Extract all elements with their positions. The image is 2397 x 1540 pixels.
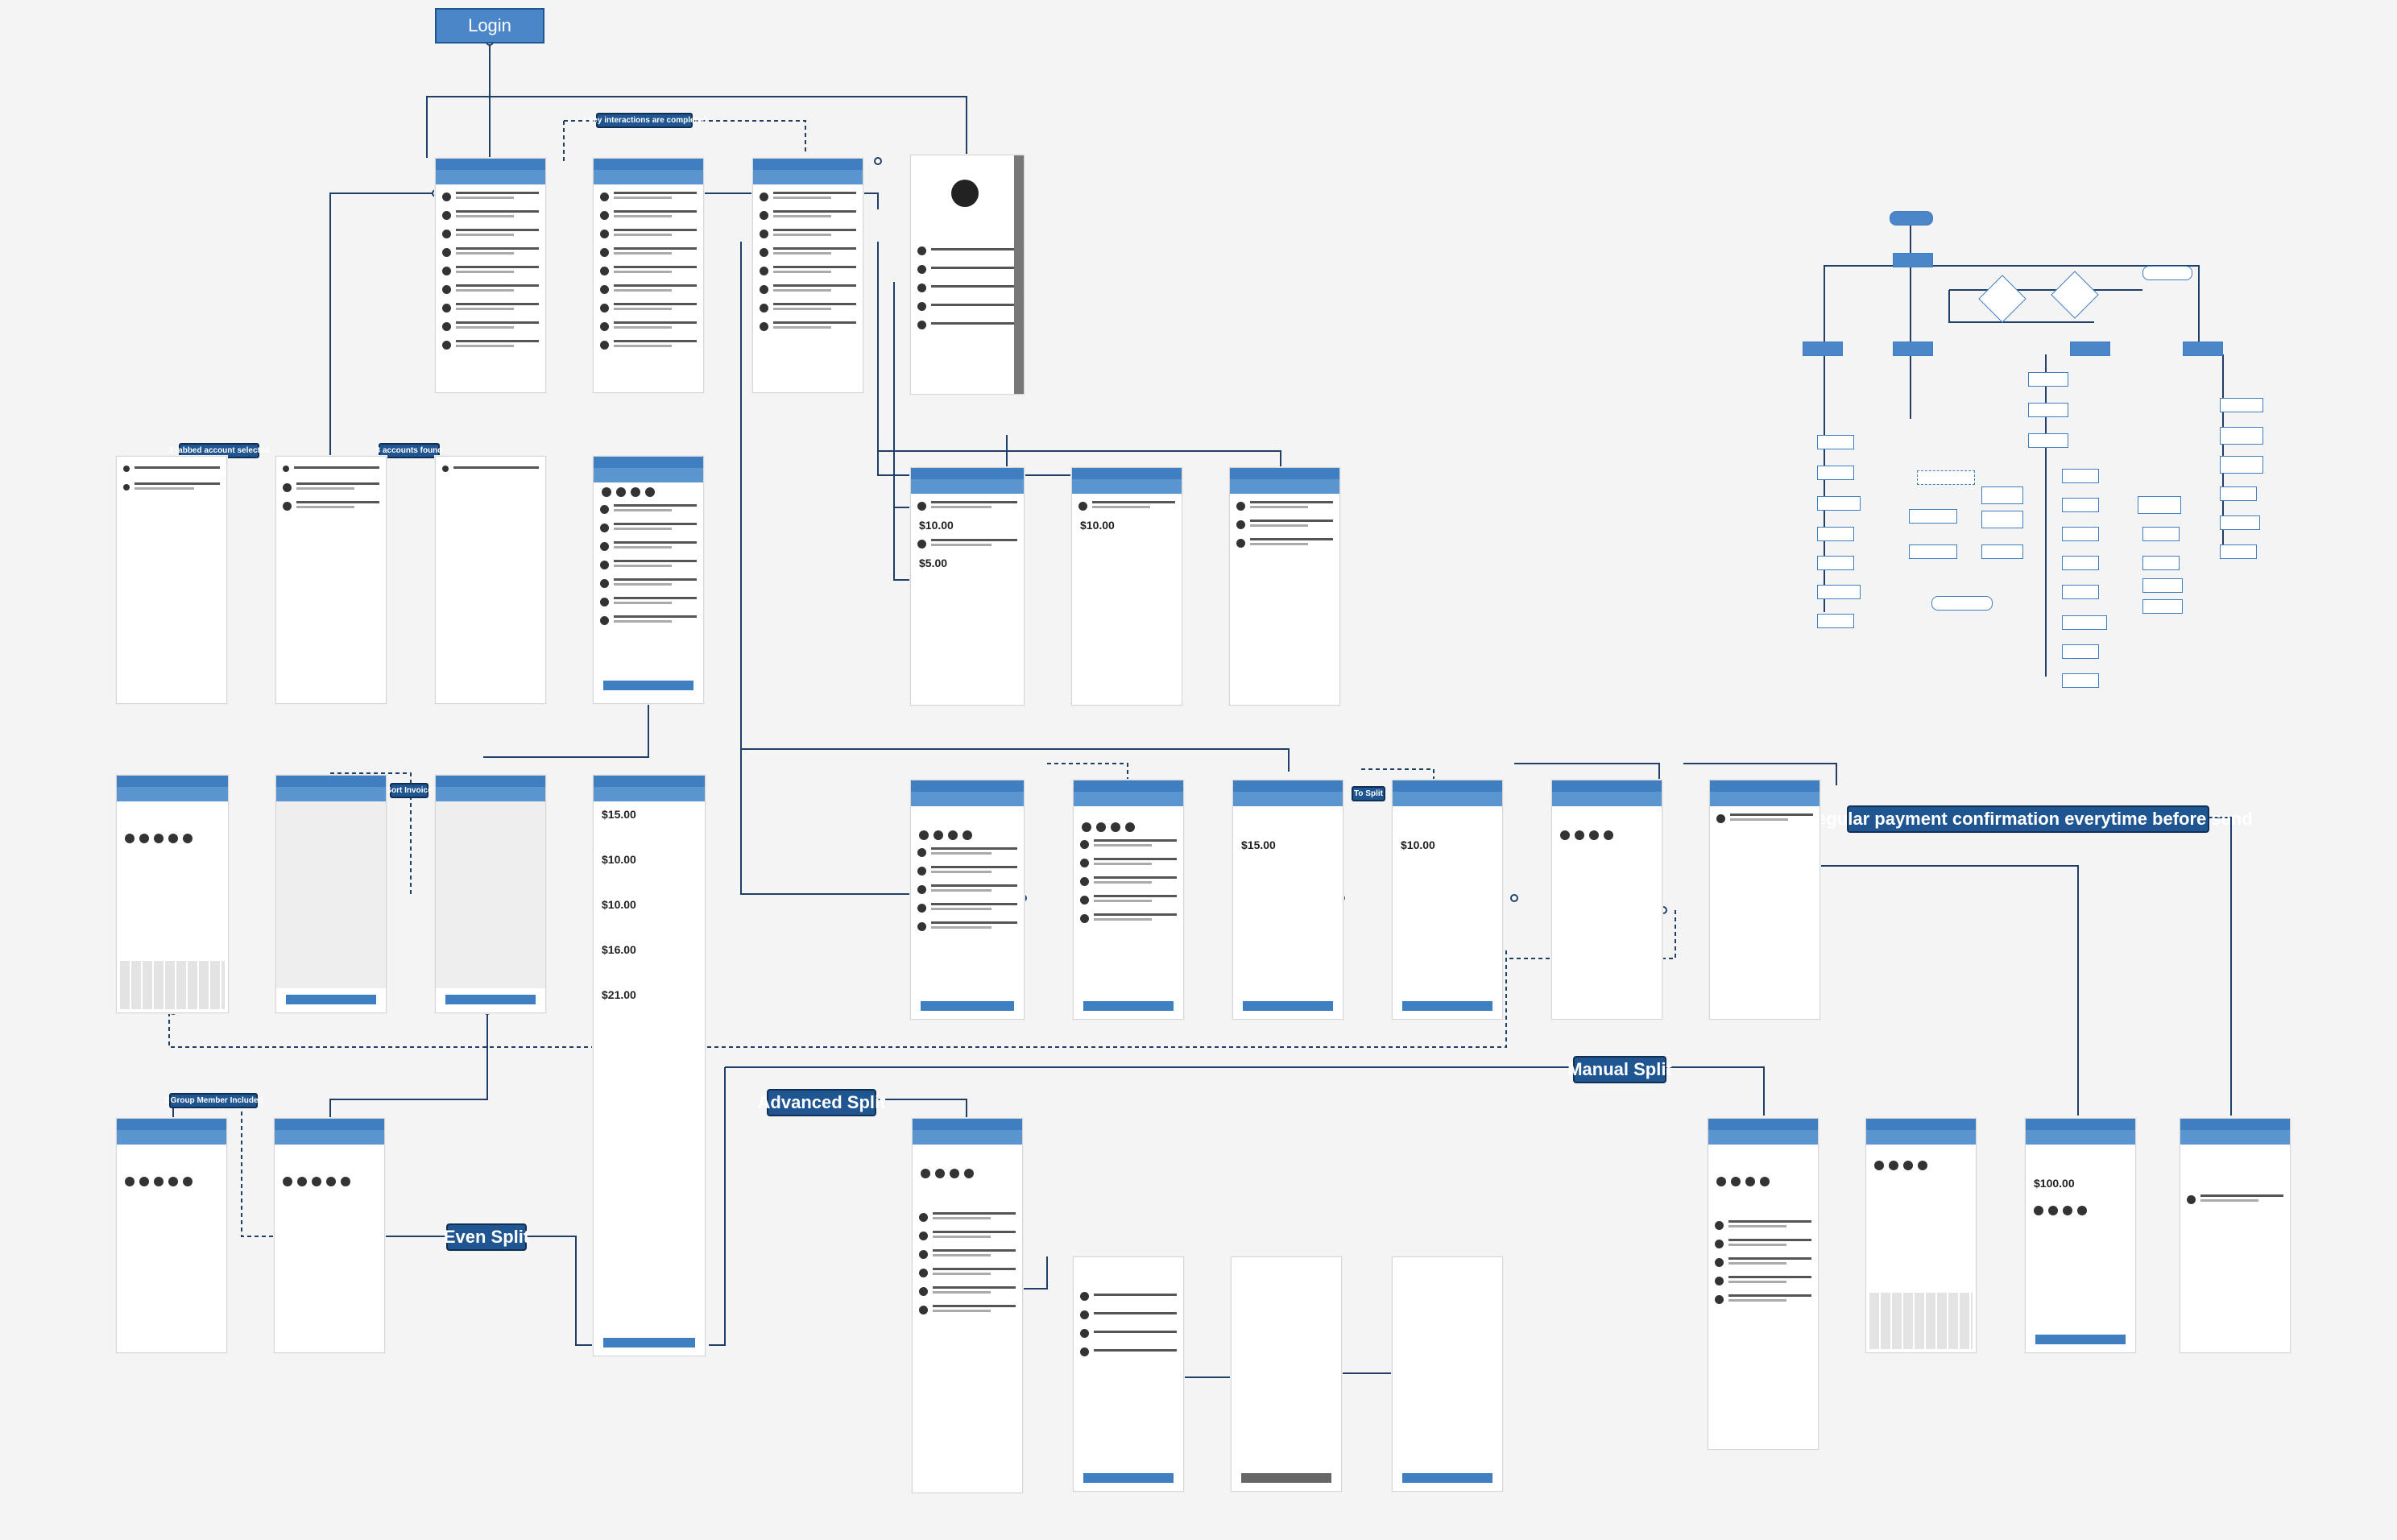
flow-node-x6 <box>2220 544 2257 559</box>
screen-modal-b <box>1231 1256 1342 1492</box>
flow-node-r13 <box>2142 599 2183 614</box>
flow-node-col4 <box>2183 342 2223 356</box>
flow-node-m6 <box>1909 544 1957 559</box>
flow-node-m2 <box>2028 403 2068 417</box>
screen-search-c <box>435 456 546 704</box>
regular-payment-label: Regular payment confirmation everytime b… <box>1803 805 2253 833</box>
amount-2: $5.00 <box>919 557 948 569</box>
screen-split-amount-2: $10.00 <box>1392 780 1503 1020</box>
flow-node-l4 <box>1817 527 1854 541</box>
flow-node-x3 <box>2220 456 2263 474</box>
screen-select-group <box>593 456 704 704</box>
screen-group-a <box>116 1118 227 1353</box>
screen-contacts-3 <box>752 158 863 393</box>
flow-decision-2 <box>2051 271 2099 319</box>
advanced-split-label: Advanced Split <box>758 1089 885 1116</box>
screen-group-b <box>274 1118 385 1353</box>
flow-node-r1 <box>2062 469 2099 483</box>
flow-node-r12 <box>2142 578 2183 593</box>
flow-node-m7 <box>1981 486 2023 504</box>
screen-invoice-a <box>275 775 387 1013</box>
screen-keypad <box>1865 1118 1977 1353</box>
small-label-left-b: 3 accounts found <box>376 443 442 458</box>
screen-long-split: $15.00 $10.00 $10.00 $16.00 $21.00 <box>593 775 706 1356</box>
amount-11: $100.00 <box>2034 1177 2075 1190</box>
small-label-top: 3 key interactions are completed <box>582 113 707 128</box>
flow-node-l7 <box>1817 614 1854 628</box>
login-node[interactable]: Login <box>435 8 544 43</box>
manual-split-label: Manual Split <box>1567 1056 1672 1083</box>
screen-split-select-1 <box>910 780 1025 1020</box>
flow-decision-1 <box>1978 275 2026 323</box>
flow-node-m1 <box>2028 372 2068 387</box>
flow-node-x1 <box>2220 398 2263 412</box>
flow-node-m10 <box>1931 596 1993 611</box>
screen-history <box>1229 467 1340 706</box>
amount-5: $10.00 <box>602 853 636 866</box>
flow-node-col2 <box>1893 342 1933 356</box>
small-label-bottom-left: 3 Group Member Included <box>164 1093 263 1108</box>
screen-split-amount-1: $15.00 <box>1232 780 1343 1020</box>
flow-node-x5 <box>2220 515 2260 530</box>
flow-node-r6 <box>2062 615 2107 630</box>
flow-node-r9 <box>2138 496 2181 514</box>
flow-node-r3 <box>2062 527 2099 541</box>
screen-contacts-1 <box>435 158 546 393</box>
screen-review-group <box>1551 780 1662 1020</box>
screen-profile-menu <box>910 155 1025 395</box>
flow-node-m8 <box>1981 511 2023 528</box>
flow-node-r7 <box>2062 644 2099 659</box>
small-label-mid: Sort Invoice <box>386 783 433 798</box>
screen-pending-2: $10.00 <box>1071 467 1182 706</box>
flow-node-m4 <box>1917 470 1975 485</box>
flow-node-r2 <box>2062 498 2099 512</box>
screen-confirm-payment <box>1709 780 1820 1020</box>
flow-node-r11 <box>2142 556 2180 570</box>
even-split-label: Even Split <box>444 1223 529 1251</box>
flow-node-r4 <box>2062 556 2099 570</box>
flow-node-col1 <box>1803 342 1843 356</box>
login-label: Login <box>468 15 511 35</box>
screen-create-group <box>116 775 229 1013</box>
flow-node-m3 <box>2028 433 2068 448</box>
flow-node-l6 <box>1817 585 1861 599</box>
flow-node-r8 <box>2062 673 2099 688</box>
screen-regular-b <box>2180 1118 2291 1353</box>
flow-node-l5 <box>1817 556 1854 570</box>
amount-8: $21.00 <box>602 988 636 1001</box>
amount-7: $16.00 <box>602 943 636 956</box>
flow-node-m9 <box>1981 544 2023 559</box>
amount-3: $10.00 <box>1080 519 1115 532</box>
amount-10: $10.00 <box>1401 838 1435 851</box>
flow-node-x2 <box>2220 427 2263 445</box>
amount-9: $15.00 <box>1241 838 1276 851</box>
screen-search-b <box>275 456 387 704</box>
screen-invoice-b <box>435 775 546 1013</box>
screen-advanced-list <box>912 1118 1023 1493</box>
flow-node-r10 <box>2142 527 2180 541</box>
small-label-right-mid: To Split <box>1352 786 1385 801</box>
flow-node-l3 <box>1817 496 1861 511</box>
screen-regular-a: $100.00 <box>2025 1118 2136 1353</box>
screen-pending-1: $10.00 $5.00 <box>910 467 1025 706</box>
screen-modal-c <box>1392 1256 1503 1492</box>
flow-node-r5 <box>2062 585 2099 599</box>
flow-node-l1 <box>1817 435 1854 449</box>
amount-1: $10.00 <box>919 519 954 532</box>
flow-node-m5 <box>1909 509 1957 524</box>
screen-split-select-2 <box>1073 780 1184 1020</box>
flow-node-x4 <box>2220 486 2257 501</box>
flow-node-home <box>1893 253 1933 267</box>
flow-node-col3 <box>2070 342 2110 356</box>
flow-node-right <box>2142 266 2192 280</box>
flow-node-start <box>1890 211 1933 226</box>
screen-search-a <box>116 456 227 704</box>
flow-node-l2 <box>1817 466 1854 480</box>
screen-modal-a <box>1073 1256 1184 1492</box>
screen-contacts-2 <box>593 158 704 393</box>
screen-manual-list <box>1708 1118 1819 1450</box>
amount-4: $15.00 <box>602 808 636 821</box>
amount-6: $10.00 <box>602 898 636 911</box>
